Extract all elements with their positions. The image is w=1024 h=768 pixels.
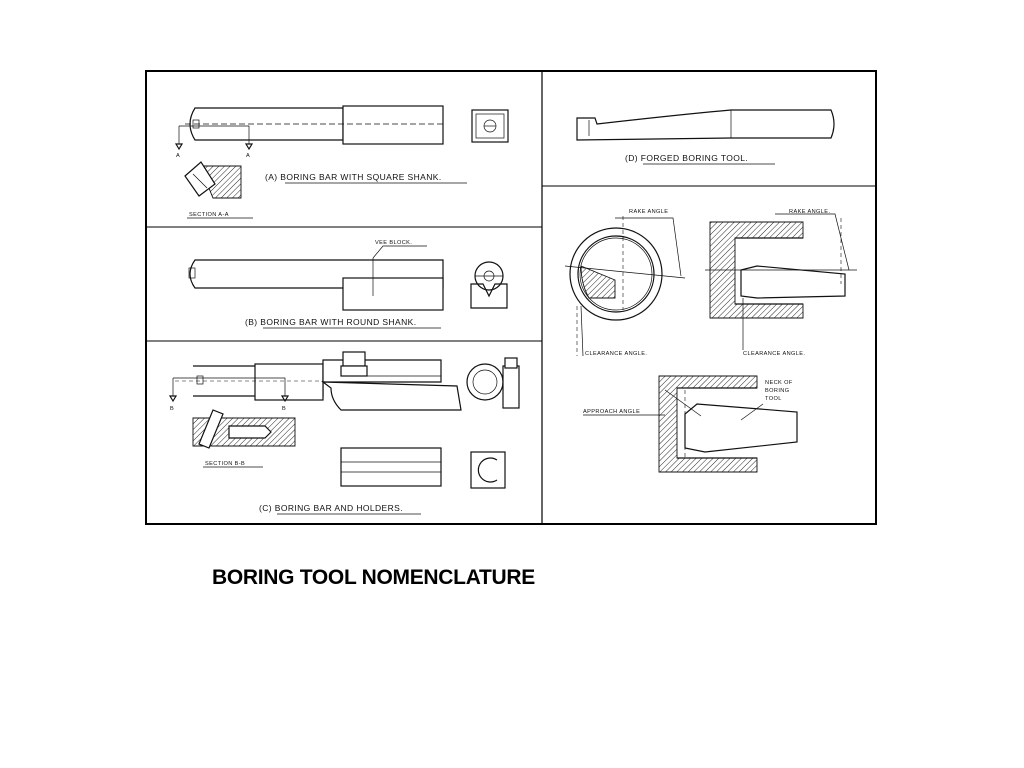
slide-title: BORING TOOL NOMENCLATURE (212, 566, 535, 589)
neck-label-line-2: BORING (765, 388, 789, 394)
clearance-angle-label-1: CLEARANCE ANGLE. (585, 351, 647, 357)
panel-e: RAKE ANGLE CLEARANCE ANGLE. RAKE ANGLE. … (564, 209, 857, 473)
round-shank-bar (188, 245, 444, 311)
caption-c: (C) BORING BAR AND HOLDERS. (259, 503, 403, 513)
bore-section-view (705, 213, 857, 350)
approach-angle-view (583, 375, 798, 473)
ring-holder-end-view (466, 357, 520, 409)
square-shank-end-view (471, 109, 509, 143)
caption-b: (B) BORING BAR WITH ROUND SHANK. (245, 317, 416, 327)
section-a-a-sketch (184, 161, 253, 219)
neck-label-line-3: TOOL (765, 396, 782, 402)
figure-border (145, 70, 877, 525)
section-b-b-sketch (192, 409, 296, 468)
section-marker-a-right: A (246, 153, 250, 159)
rake-angle-label-1: RAKE ANGLE (629, 209, 668, 215)
ring-section-view (564, 216, 686, 357)
boring-tool-drawing: A A SECTION A-A (A) BORING BAR WITH SQUA… (145, 70, 877, 525)
c-clamp-end-view (470, 451, 506, 489)
section-b-b-label: SECTION B-B (205, 461, 245, 467)
vee-block-end-view (470, 261, 508, 309)
clearance-angle-label-2: CLEARANCE ANGLE. (743, 351, 805, 357)
neck-label-line-1: NECK OF (765, 380, 793, 386)
vee-block-label: VEE BLOCK. (375, 240, 412, 246)
panel-c: B B SECTION B-B (168, 351, 520, 515)
panel-d: (D) FORGED BORING TOOL. (576, 109, 835, 165)
panel-b: VEE BLOCK. (B) BORING BAR WITH ROUND SHA… (188, 240, 508, 329)
caption-d: (D) FORGED BORING TOOL. (625, 153, 748, 163)
rake-angle-label-2: RAKE ANGLE. (789, 209, 830, 215)
caption-a: (A) BORING BAR WITH SQUARE SHANK. (265, 172, 442, 182)
panel-a: A A SECTION A-A (A) BORING BAR WITH SQUA… (174, 105, 509, 219)
section-a-a-label: SECTION A-A (189, 212, 229, 218)
section-marker-a-left: A (176, 153, 180, 159)
section-marker-b-left: B (170, 406, 174, 412)
section-marker-b-right: B (282, 406, 286, 412)
approach-angle-label: APPROACH ANGLE (583, 409, 640, 415)
square-shank-bar: A A (174, 105, 445, 159)
forged-tool-shape (576, 109, 835, 141)
holder-side-view (340, 447, 442, 487)
holder-bar-assembly: B B (168, 351, 462, 412)
